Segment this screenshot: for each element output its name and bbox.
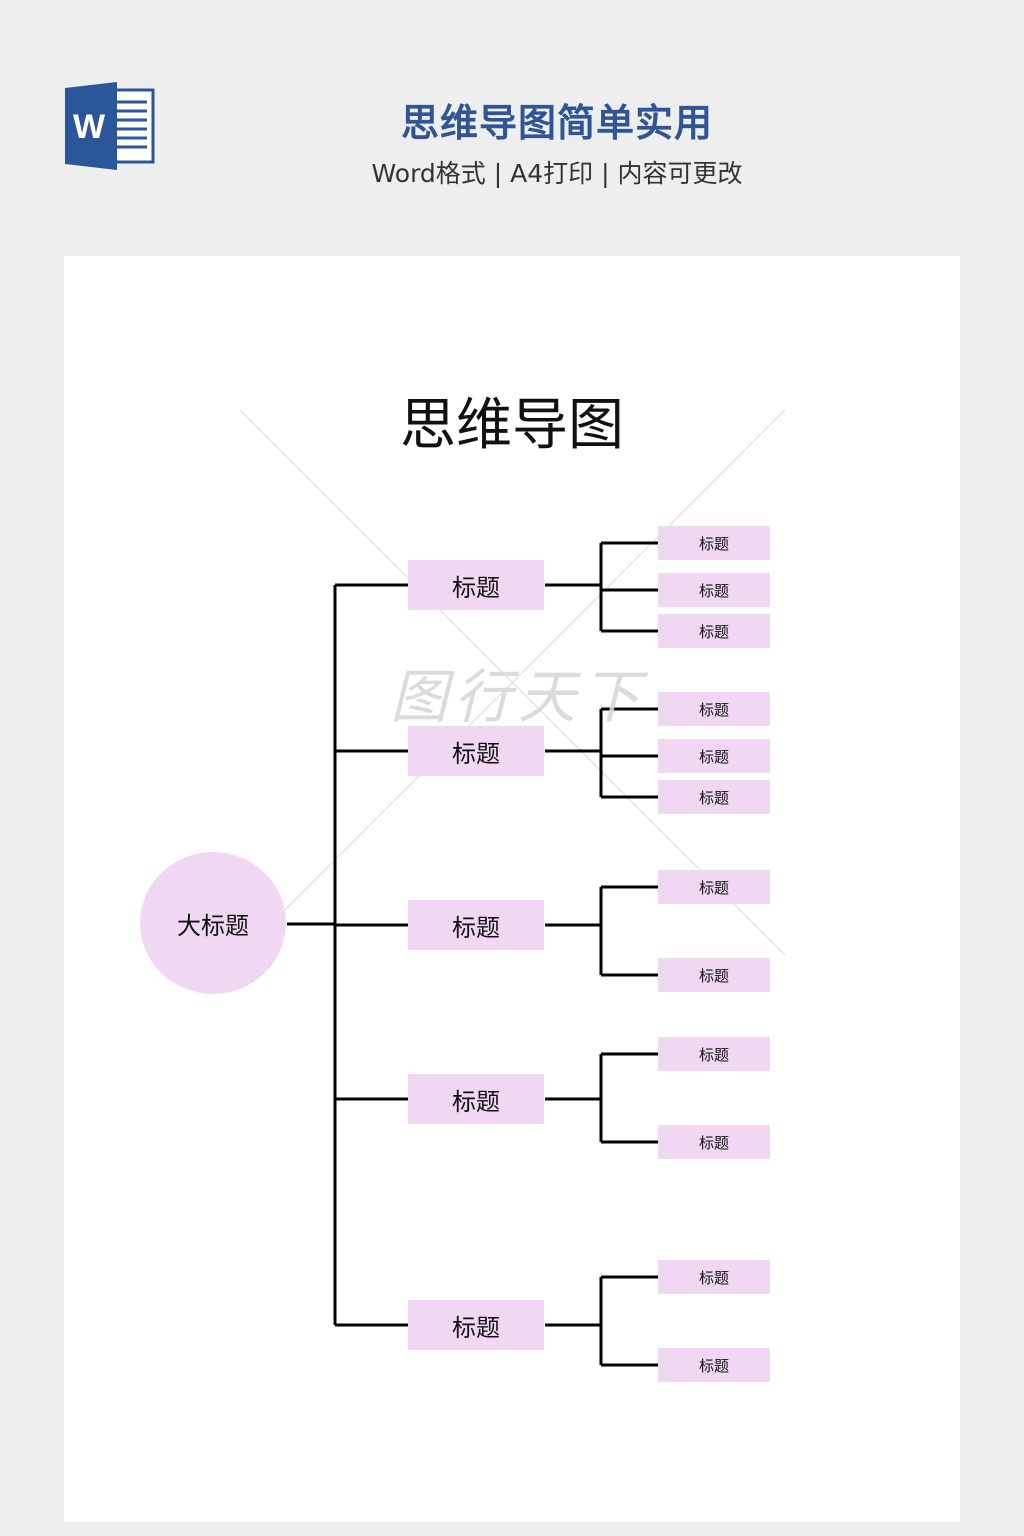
leaf-node[interactable]: 标题 (658, 958, 770, 992)
leaf-node-label: 标题 (698, 788, 729, 807)
header-subtitle: Word格式 | A4打印 | 内容可更改 (371, 159, 743, 188)
leaf-node-label: 标题 (698, 1268, 729, 1287)
watermark-lines (239, 409, 786, 956)
root-node[interactable]: 大标题 (140, 852, 286, 994)
branch-node[interactable]: 标题 (408, 900, 544, 950)
leaf-node[interactable]: 标题 (658, 614, 770, 648)
leaf-node-label: 标题 (698, 622, 729, 641)
word-icon: W (65, 82, 155, 170)
leaf-node-label: 标题 (698, 1356, 729, 1375)
document-title: 思维导图 (400, 393, 624, 458)
branch-node-label: 标题 (452, 573, 500, 602)
branch-node-label: 标题 (452, 739, 500, 768)
leaf-node-label: 标题 (698, 747, 729, 766)
header-title: 思维导图简单实用 (400, 101, 713, 145)
leaf-node-label: 标题 (698, 1045, 729, 1064)
leaf-node[interactable]: 标题 (658, 1125, 770, 1159)
leaf-node[interactable]: 标题 (658, 870, 770, 904)
branch-node-label: 标题 (452, 913, 500, 942)
leaf-node[interactable]: 标题 (658, 1348, 770, 1382)
leaf-node[interactable]: 标题 (658, 1260, 770, 1294)
leaf-node[interactable]: 标题 (658, 526, 770, 560)
leaf-node-label: 标题 (698, 534, 729, 553)
branch-node[interactable]: 标题 (408, 560, 544, 610)
leaf-node-label: 标题 (698, 1133, 729, 1152)
leaf-node-label: 标题 (698, 581, 729, 600)
word-logo-letter: W (73, 108, 106, 146)
leaf-node[interactable]: 标题 (658, 692, 770, 726)
leaf-node[interactable]: 标题 (658, 1037, 770, 1071)
branch-node[interactable]: 标题 (408, 726, 544, 776)
branch-node[interactable]: 标题 (408, 1074, 544, 1124)
leaf-node-label: 标题 (698, 878, 729, 897)
root-node-label: 大标题 (177, 911, 249, 940)
branch-node-label: 标题 (452, 1087, 500, 1116)
leaf-node[interactable]: 标题 (658, 780, 770, 814)
leaf-node[interactable]: 标题 (658, 739, 770, 773)
leaf-node-label: 标题 (698, 966, 729, 985)
branch-node[interactable]: 标题 (408, 1300, 544, 1350)
leaf-node[interactable]: 标题 (658, 573, 770, 607)
watermark-text: 图行天下 (390, 663, 647, 731)
branch-node-label: 标题 (452, 1313, 500, 1342)
leaf-node-label: 标题 (698, 700, 729, 719)
